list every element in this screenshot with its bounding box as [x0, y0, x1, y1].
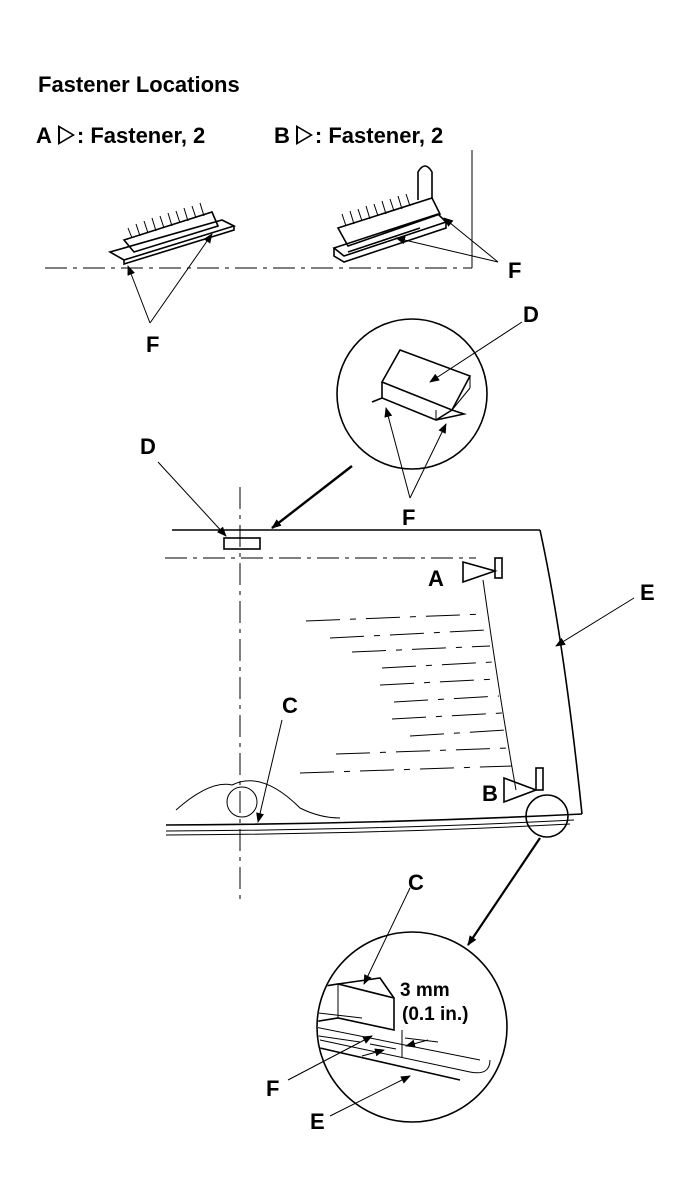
detail-circle-lower: 3 mm (0.1 in.) C F E [266, 870, 508, 1134]
label-d-main: D [140, 434, 156, 459]
fastener-a-marker-icon [462, 560, 498, 584]
fastener-b-triangle-icon [295, 125, 313, 145]
label-b-main: B [482, 781, 498, 806]
f-arrow-lower [287, 1035, 373, 1081]
fastener-b-marker-icon [503, 776, 539, 804]
f-arrow-2 [149, 233, 213, 324]
f-arrow-1 [127, 265, 151, 324]
label-f-top-right: F [508, 258, 521, 283]
top-detail: F F [45, 150, 521, 357]
glass-right-edge [539, 529, 583, 815]
label-d-detail: D [523, 302, 539, 327]
label-e-lower: E [310, 1109, 325, 1134]
label-f-lower: F [266, 1076, 279, 1101]
c-arrow-main [256, 719, 283, 823]
legend-fastener-a: A : Fastener, 2 [36, 123, 205, 149]
d-arrow-detail [429, 321, 523, 383]
fastener-b-drawing [332, 165, 448, 263]
legend-text-a: : Fastener, 2 [76, 123, 206, 148]
c-arrow-detail [363, 887, 411, 985]
label-c-detail: C [408, 870, 424, 895]
detail-circle-d-outline [336, 318, 488, 470]
label-f-top-left: F [146, 332, 159, 357]
legend-letter-b: B [274, 123, 290, 148]
dimension-imperial: (0.1 in.) [402, 1004, 469, 1025]
detail-marker-circle [525, 794, 569, 838]
detail-pointer-lower [467, 837, 541, 946]
legend-letter-a: A [36, 123, 52, 148]
windshield: D A B C E [140, 434, 655, 946]
d-detail-pointer [271, 465, 353, 529]
label-c-main: C [282, 693, 298, 718]
e-arrow-main [555, 597, 635, 647]
fastener-a-drawing [107, 202, 237, 266]
fastener-d-tab [223, 537, 261, 550]
dimension-metric: 3 mm [400, 980, 450, 1001]
detail-circle-lower-outline [316, 931, 508, 1123]
label-e-main: E [640, 580, 655, 605]
glass-bottom-edge [165, 813, 583, 826]
legend-fastener-b: B : Fastener, 2 [274, 123, 443, 149]
diagram-title: Fastener Locations [38, 72, 240, 97]
e-arrow-lower [329, 1075, 411, 1117]
f-arrow-4 [395, 236, 499, 263]
f-arrow-3 [443, 217, 499, 263]
f-arrow-d-1 [384, 407, 411, 499]
f-arrow-d-2 [409, 423, 447, 499]
detail-circle-d: D F [271, 302, 539, 530]
d-arrow-main [157, 461, 227, 537]
label-f-detail-d: F [402, 505, 415, 530]
legend-text-b: : Fastener, 2 [314, 123, 444, 148]
label-a-main: A [428, 566, 444, 591]
fastener-a-triangle-icon [57, 125, 75, 145]
